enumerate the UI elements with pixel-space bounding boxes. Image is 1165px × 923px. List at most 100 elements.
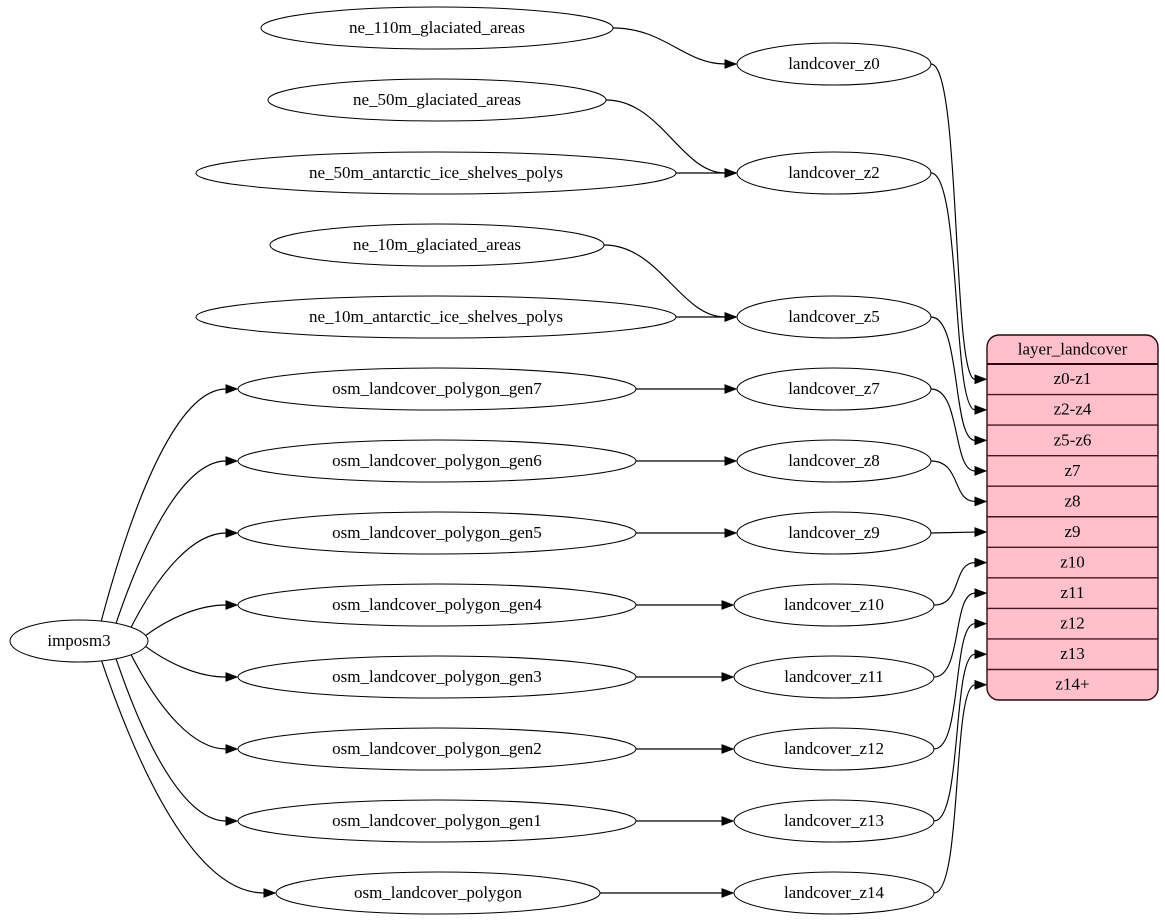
- osm-node-ellipse: [237, 799, 637, 843]
- node-osm_landcover_polygon_gen4[interactable]: osm_landcover_polygon_gen4: [237, 583, 637, 627]
- node-landcover_z5[interactable]: landcover_z5: [736, 295, 932, 339]
- node-label: ne_10m_antarctic_ice_shelves_polys: [309, 307, 563, 326]
- landcover-node-ellipse: [736, 439, 932, 483]
- arrow-head-icon: [974, 649, 988, 660]
- arrow-head-shape: [724, 168, 738, 178]
- arrow-head-icon: [225, 672, 239, 682]
- natural-earth-node-ellipse: [267, 78, 607, 122]
- node-osm_landcover_polygon_gen7[interactable]: osm_landcover_polygon_gen7: [237, 367, 637, 411]
- node-label: osm_landcover_polygon_gen2: [332, 739, 542, 758]
- table-row-z0-z1[interactable]: z0-z1: [1054, 369, 1092, 388]
- node-landcover_z2[interactable]: landcover_z2: [736, 151, 932, 195]
- arrow-head-icon: [724, 456, 738, 466]
- arrow-head-icon: [974, 374, 988, 385]
- edge-landcover_z13-to-row-z13: [933, 653, 976, 822]
- node-label: landcover_z2: [788, 163, 880, 182]
- table-row-z5-z6[interactable]: z5-z6: [1054, 430, 1092, 449]
- table-row-z7[interactable]: z7: [1064, 461, 1081, 480]
- osm-node-ellipse: [237, 439, 637, 483]
- arrow-head-icon: [225, 528, 239, 538]
- arrow-head-icon: [721, 672, 735, 682]
- arrow-head-shape: [724, 384, 738, 394]
- node-landcover_z8[interactable]: landcover_z8: [736, 439, 932, 483]
- node-osm_landcover_polygon[interactable]: osm_landcover_polygon: [275, 871, 601, 915]
- arrow-head-icon: [974, 527, 988, 537]
- node-label: osm_landcover_polygon: [354, 883, 523, 902]
- landcover-node-ellipse: [736, 511, 932, 555]
- osm-node-ellipse: [237, 655, 637, 699]
- node-label: osm_landcover_polygon_gen1: [332, 811, 542, 830]
- node-ne_10m_antarctic_ice_shelves_polys[interactable]: ne_10m_antarctic_ice_shelves_polys: [195, 295, 677, 339]
- node-osm_landcover_polygon_gen5[interactable]: osm_landcover_polygon_gen5: [237, 511, 637, 555]
- table-row-z13[interactable]: z13: [1060, 644, 1085, 663]
- arrow-head-icon: [721, 816, 735, 826]
- node-landcover_z14[interactable]: landcover_z14: [733, 871, 935, 915]
- node-label: landcover_z7: [788, 379, 880, 398]
- natural-earth-node-ellipse: [269, 223, 605, 267]
- table-row-z12[interactable]: z12: [1060, 614, 1085, 633]
- node-label: landcover_z14: [784, 883, 885, 902]
- arrow-head-icon: [225, 384, 239, 394]
- arrow-head-icon: [225, 816, 239, 826]
- node-label: landcover_z9: [788, 523, 880, 542]
- node-osm_landcover_polygon_gen1[interactable]: osm_landcover_polygon_gen1: [237, 799, 637, 843]
- arrow-head-shape: [974, 649, 988, 660]
- edge-landcover_z10-to-row-z10: [933, 562, 976, 606]
- layer-landcover-table[interactable]: layer_landcover z0-z1 z2-z4 z5-z6 z7 z8 z9 z10 z…: [986, 334, 1159, 701]
- arrow-head-shape: [974, 374, 988, 385]
- table-header-label: layer_landcover: [1018, 339, 1128, 358]
- node-label: osm_landcover_polygon_gen4: [332, 595, 542, 614]
- landcover-node-ellipse: [736, 151, 932, 195]
- node-osm_landcover_polygon_gen2[interactable]: osm_landcover_polygon_gen2: [237, 727, 637, 771]
- arrow-head-shape: [721, 816, 735, 826]
- node-label: osm_landcover_polygon_gen5: [332, 523, 542, 542]
- node-imposm3[interactable]: imposm3: [9, 619, 149, 663]
- landcover-node-ellipse: [733, 871, 935, 915]
- node-ne_50m_antarctic_ice_shelves_polys[interactable]: ne_50m_antarctic_ice_shelves_polys: [195, 151, 677, 195]
- arrow-head-shape: [721, 744, 735, 754]
- node-osm_landcover_polygon_gen6[interactable]: osm_landcover_polygon_gen6: [237, 439, 637, 483]
- edge-imposm3-to-osm_landcover_polygon_gen3: [140, 642, 227, 678]
- node-label: landcover_z8: [788, 451, 880, 470]
- node-ne_110m_glaciated_areas[interactable]: ne_110m_glaciated_areas: [260, 6, 614, 50]
- node-ne_50m_glaciated_areas[interactable]: ne_50m_glaciated_areas: [267, 78, 607, 122]
- table-row-z2-z4[interactable]: z2-z4: [1054, 400, 1092, 419]
- table-row-z10[interactable]: z10: [1060, 552, 1085, 571]
- node-landcover_z11[interactable]: landcover_z11: [733, 655, 935, 699]
- table-row-z9[interactable]: z9: [1064, 522, 1080, 541]
- table-row-z8[interactable]: z8: [1064, 491, 1080, 510]
- osm-node-ellipse: [237, 367, 637, 411]
- arrow-head-icon: [721, 600, 735, 610]
- edge-imposm3-to-osm_landcover_polygon_gen5: [126, 532, 227, 635]
- arrow-head-shape: [974, 618, 988, 629]
- node-landcover_z12[interactable]: landcover_z12: [733, 727, 935, 771]
- node-ne_10m_glaciated_areas[interactable]: ne_10m_glaciated_areas: [269, 223, 605, 267]
- arrow-head-icon: [974, 679, 988, 690]
- node-landcover_z10[interactable]: landcover_z10: [733, 583, 935, 627]
- table-row-z14+[interactable]: z14+: [1055, 675, 1089, 694]
- node-landcover_z13[interactable]: landcover_z13: [733, 799, 935, 843]
- arrow-head-shape: [974, 435, 988, 446]
- arrow-head-shape: [225, 384, 239, 394]
- arrow-head-shape: [724, 59, 738, 69]
- natural-earth-node-ellipse: [195, 151, 677, 195]
- edge-imposm3-to-osm_landcover_polygon_gen4: [140, 604, 227, 640]
- node-osm_landcover_polygon_gen3[interactable]: osm_landcover_polygon_gen3: [237, 655, 637, 699]
- node-label: ne_50m_glaciated_areas: [353, 90, 521, 109]
- table-row-z11[interactable]: z11: [1061, 583, 1085, 602]
- arrow-head-shape: [721, 672, 735, 682]
- edges-layer: [99, 27, 988, 898]
- arrow-head-icon: [724, 528, 738, 538]
- node-landcover_z7[interactable]: landcover_z7: [736, 367, 932, 411]
- node-landcover_z0[interactable]: landcover_z0: [736, 42, 932, 86]
- arrow-head-icon: [974, 618, 988, 629]
- node-label: landcover_z0: [788, 54, 880, 73]
- node-landcover_z9[interactable]: landcover_z9: [736, 511, 932, 555]
- arrow-head-shape: [225, 456, 239, 466]
- edge-landcover_z9-to-row-z9: [930, 531, 976, 534]
- arrow-head-icon: [724, 312, 738, 322]
- edge-landcover_z2-to-row-z2-z4: [930, 172, 976, 411]
- node-label: ne_110m_glaciated_areas: [349, 18, 525, 37]
- arrow-head-icon: [724, 168, 738, 178]
